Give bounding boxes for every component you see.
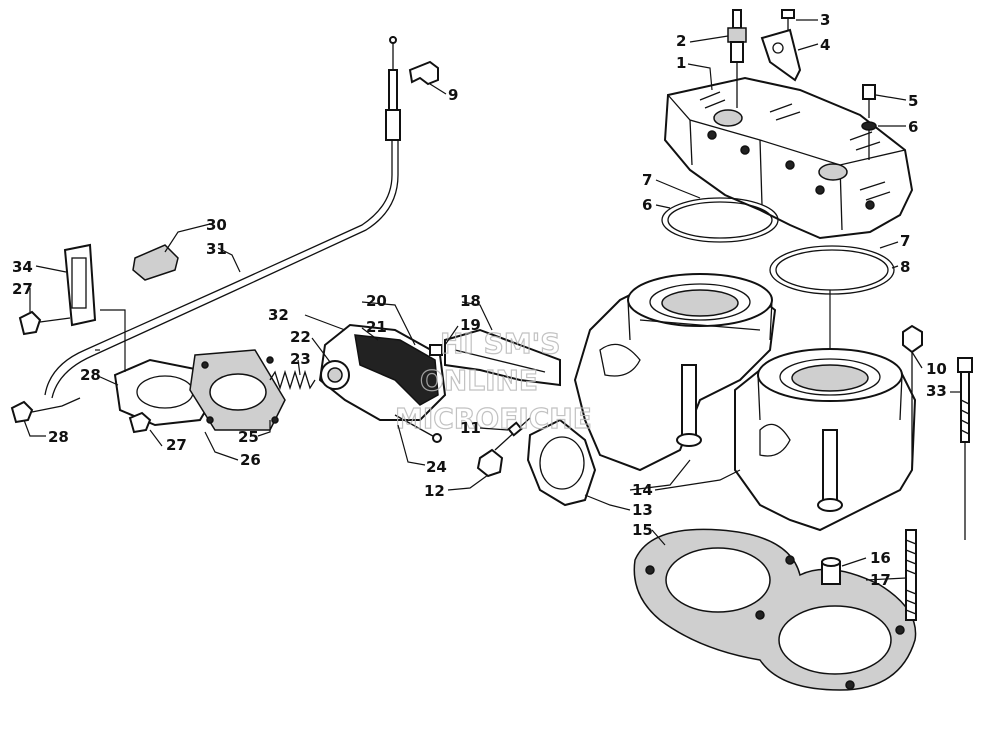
callout-22: 22 bbox=[290, 328, 311, 346]
cylinder-head bbox=[663, 76, 914, 240]
callout-26: 26 bbox=[240, 451, 261, 469]
nut-and-long-bolt bbox=[902, 324, 973, 540]
callout-16: 16 bbox=[870, 549, 891, 567]
callout-27: 27 bbox=[12, 280, 33, 298]
callout-4: 4 bbox=[820, 36, 830, 54]
callout-13: 13 bbox=[632, 501, 653, 519]
callout-34: 34 bbox=[12, 258, 33, 276]
cylinder-rear bbox=[573, 273, 777, 472]
callout-25: 25 bbox=[238, 428, 259, 446]
callout-21: 21 bbox=[366, 318, 387, 336]
carburetor-mount bbox=[318, 323, 447, 443]
exhaust-screw bbox=[476, 417, 531, 478]
watermark-line-1: HI SM'S bbox=[440, 327, 560, 360]
cable-clip bbox=[408, 60, 439, 86]
callout-1: 1 bbox=[676, 54, 686, 72]
callout-11: 11 bbox=[460, 419, 481, 437]
base-gasket bbox=[633, 528, 917, 691]
callout-15: 15 bbox=[632, 521, 653, 539]
cable-sleeve bbox=[132, 244, 179, 281]
callout-30: 30 bbox=[206, 216, 227, 234]
cylinder-front bbox=[599, 343, 917, 532]
callout-7: 7 bbox=[642, 171, 652, 189]
exhaust-gasket bbox=[526, 418, 597, 507]
carburetor-fitting bbox=[429, 328, 561, 387]
idle-screw-spring bbox=[269, 369, 316, 391]
callout-10: 10 bbox=[926, 360, 947, 378]
callout-33: 33 bbox=[926, 382, 947, 400]
spark-plug bbox=[727, 9, 747, 108]
callout-6: 6 bbox=[642, 196, 652, 214]
callout-18: 18 bbox=[460, 292, 481, 310]
callout-2: 2 bbox=[676, 32, 686, 50]
leader-lines bbox=[23, 19, 960, 581]
callout-12: 12 bbox=[424, 482, 445, 500]
head-o-rings bbox=[661, 197, 895, 295]
watermark-line-3: MICROFICHE bbox=[395, 402, 592, 435]
intake-adapter bbox=[10, 358, 217, 434]
callout-3: 3 bbox=[820, 11, 830, 29]
reed-gasket bbox=[189, 349, 286, 431]
callout-19: 19 bbox=[460, 316, 481, 334]
callout-9: 9 bbox=[448, 86, 458, 104]
watermark: HI SM'S ONLINE MICROFICHE bbox=[394, 326, 592, 435]
callout-7: 7 bbox=[900, 232, 910, 250]
callout-labels: 1 2 3 4 5 6 6 7 7 8 9 10 11 12 13 14 15 … bbox=[12, 11, 947, 589]
callout-6: 6 bbox=[908, 118, 918, 136]
watermark-line-2: ONLINE bbox=[420, 364, 538, 397]
head-bolt bbox=[861, 84, 877, 160]
throttle-cable bbox=[44, 36, 401, 399]
oil-pump-bracket bbox=[18, 243, 97, 336]
callout-27: 27 bbox=[166, 436, 187, 454]
callout-5: 5 bbox=[908, 92, 918, 110]
callout-8: 8 bbox=[900, 258, 910, 276]
callout-17: 17 bbox=[870, 571, 891, 589]
callout-32: 32 bbox=[268, 306, 289, 324]
callout-23: 23 bbox=[290, 350, 311, 368]
callout-31: 31 bbox=[206, 240, 227, 258]
callout-20: 20 bbox=[366, 292, 387, 310]
callout-14: 14 bbox=[632, 481, 653, 499]
bolt-and-bracket bbox=[760, 9, 802, 82]
callout-28: 28 bbox=[80, 366, 101, 384]
callout-28: 28 bbox=[48, 428, 69, 446]
dowel-and-stud bbox=[821, 529, 917, 621]
callout-24: 24 bbox=[426, 458, 447, 476]
